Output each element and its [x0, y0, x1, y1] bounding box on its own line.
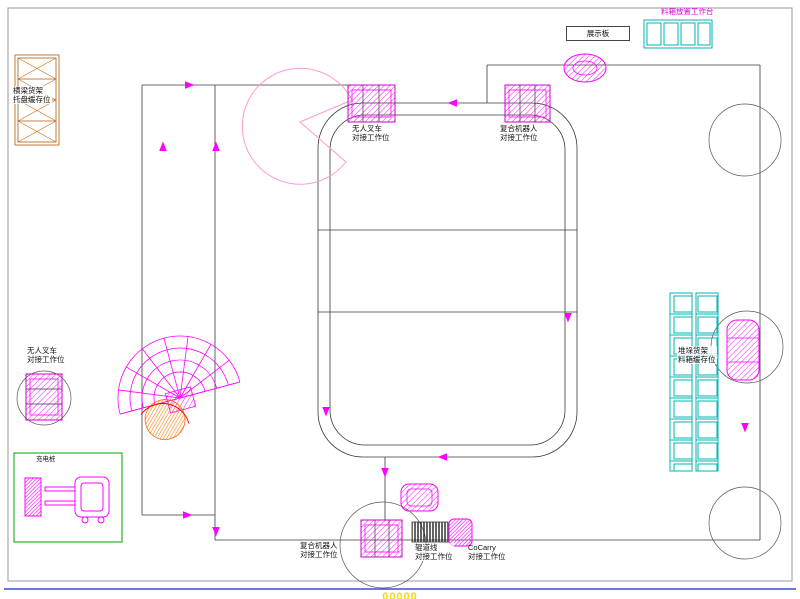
label-bin-workbench: 料箱放置工作台 [661, 7, 714, 16]
label-line: 辊道线 [415, 543, 438, 552]
label-line: 复合机器人 [300, 541, 338, 550]
stacker-racks [669, 292, 719, 472]
label-line: 对接工作位 [27, 355, 65, 364]
label-line: 对接工作位 [415, 552, 453, 561]
label-line: 对接工作位 [468, 552, 506, 561]
charging-zone [13, 452, 123, 543]
drawing-number: 00000 [382, 591, 418, 599]
forklift-symbol [44, 476, 110, 524]
label-line: 对接工作位 [500, 133, 538, 142]
label-line: 料箱缓存位 [678, 355, 716, 364]
envelope-red-arc [140, 403, 190, 424]
mobile-robot-top [563, 53, 607, 83]
label-line: 对接工作位 [352, 133, 390, 142]
display-board: 展示板 [566, 26, 630, 41]
label-line: 对接工作位 [300, 550, 338, 559]
label-line: 复合机器人 [500, 124, 538, 133]
label-agv-left: 无人叉车 对接工作位 [27, 346, 65, 364]
mobile-robot-bottom [400, 483, 439, 512]
label-line: 无人叉车 [27, 346, 57, 355]
label-line: 托盘缓存位 [13, 95, 51, 104]
label-line: 横梁货架 [13, 86, 43, 95]
reference-circles [16, 103, 784, 589]
label-stack-rack: 堆垛货架 料箱缓存位 [677, 346, 717, 364]
charger-pile [24, 477, 42, 517]
label-line: 充电桩 [36, 456, 56, 463]
dock-station-forklift-top [347, 84, 396, 123]
label-robot-bottom: 复合机器人 对接工作位 [300, 541, 338, 559]
flow-arrows [159, 81, 749, 537]
label-robot-top: 复合机器人 对接工作位 [500, 124, 538, 142]
pink-reach-area [241, 67, 353, 185]
bin-workbench [643, 19, 713, 49]
display-board-label: 展示板 [586, 29, 610, 38]
label-line: 料箱放置工作台 [661, 7, 714, 16]
label-agv-top: 无人叉车 对接工作位 [352, 124, 390, 142]
dock-station-robot-top [504, 84, 551, 123]
cocarry-unit [448, 518, 473, 547]
roller-line-station [411, 521, 449, 543]
dock-station-forklift-left [25, 373, 63, 421]
path-network [141, 64, 761, 541]
label-charger: 充电桩 [36, 456, 56, 464]
label-roller-line: 辊道线 对接工作位 [414, 543, 454, 561]
drawing-border [7, 7, 793, 582]
label-cocarry: CoCarry 对接工作位 [468, 543, 506, 561]
label-line: 无人叉车 [352, 124, 382, 133]
dock-station-robot-bottom [360, 519, 403, 558]
robot-work-envelope [117, 335, 241, 440]
label-line: CoCarry [468, 543, 496, 552]
label-beam-rack: 横梁货架 托盘缓存位 [12, 86, 52, 104]
mobile-robot-right [726, 319, 760, 381]
label-line: 堆垛货架 [678, 346, 708, 355]
